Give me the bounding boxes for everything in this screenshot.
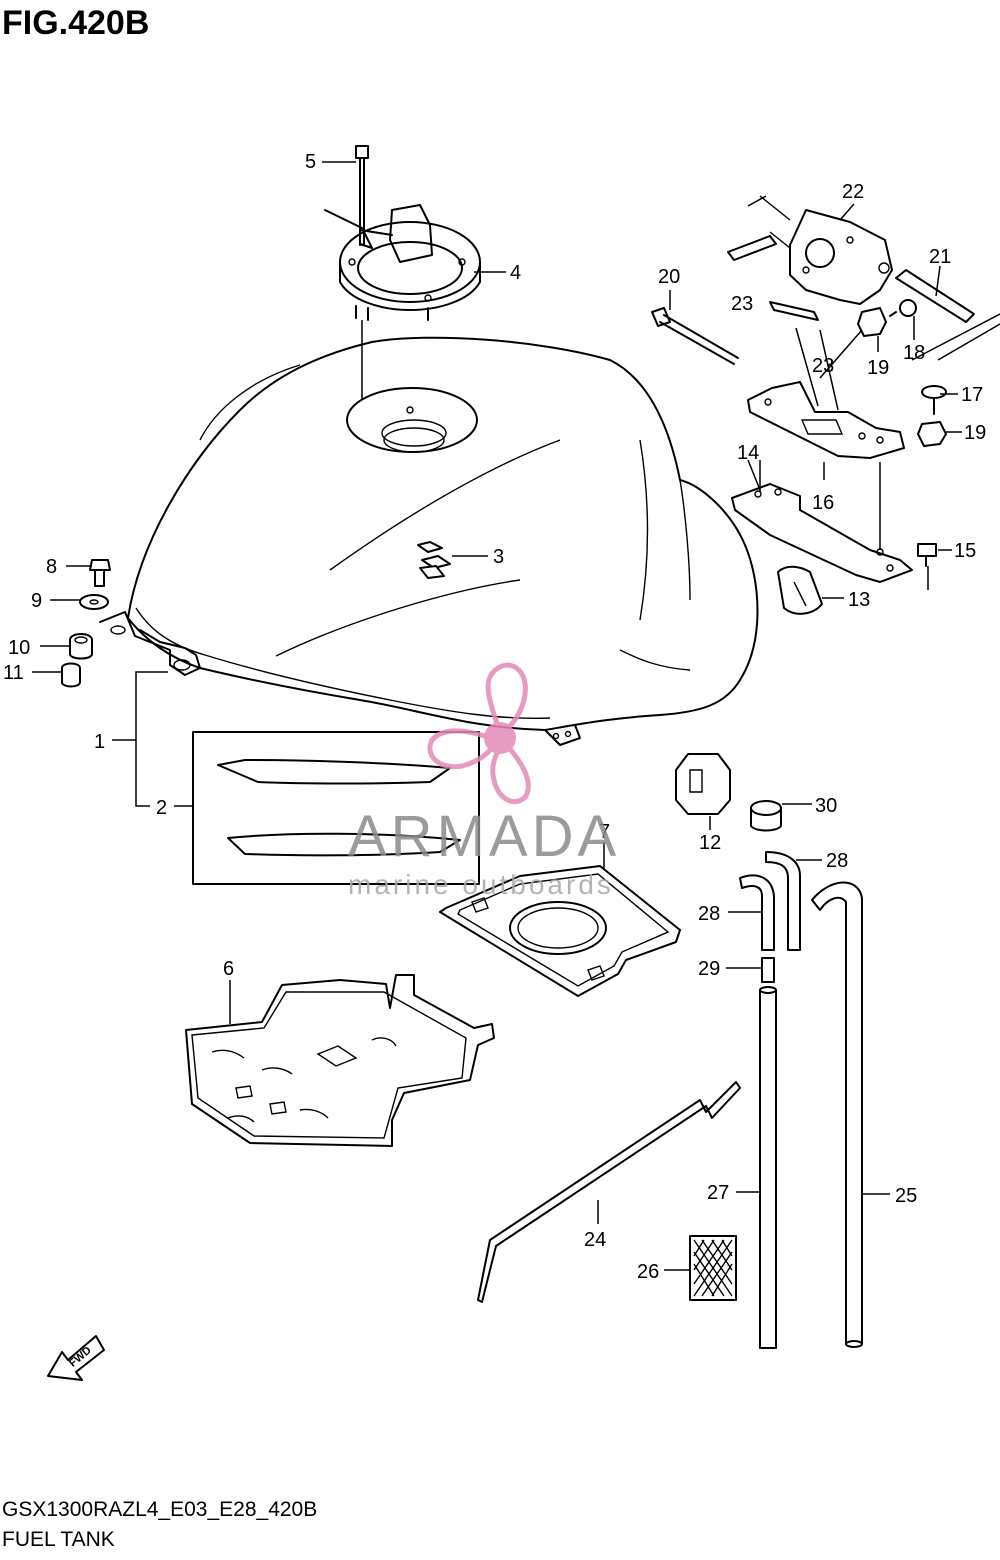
callout-17: 17: [961, 384, 983, 406]
callout-14: 14: [737, 442, 759, 464]
washer-9[interactable]: [79, 594, 109, 610]
emblem[interactable]: [417, 541, 451, 579]
gasket-7[interactable]: [439, 865, 681, 997]
callout-19a: 19: [867, 357, 889, 379]
rod-24[interactable]: [477, 1081, 741, 1303]
cushion-13[interactable]: [777, 565, 823, 615]
callout-1: 1: [94, 731, 105, 753]
callout-9: 9: [31, 590, 42, 612]
hose-25[interactable]: [811, 881, 863, 1348]
bracket-22[interactable]: [759, 195, 893, 305]
bolt-8[interactable]: [89, 559, 111, 587]
callout-29: 29: [698, 958, 720, 980]
callout-21: 21: [929, 246, 951, 268]
callout-26: 26: [637, 1261, 659, 1283]
joint-29[interactable]: [761, 957, 775, 983]
callout-4: 4: [510, 262, 521, 284]
leader-lines: [32, 161, 962, 1271]
callout-15: 15: [954, 540, 976, 562]
callout-18: 18: [903, 342, 925, 364]
callout-2: 2: [156, 797, 167, 819]
model-code: GSX1300RAZL4_E03_E28_420B: [2, 1498, 318, 1521]
callout-3: 3: [493, 546, 504, 568]
rod-21[interactable]: [895, 269, 975, 323]
figure-title: FIG.420B: [2, 4, 150, 42]
callout-24: 24: [584, 1229, 606, 1251]
callout-5: 5: [305, 151, 316, 173]
callout-8: 8: [46, 556, 57, 578]
callout-10: 10: [8, 637, 30, 659]
callout-23a: 23: [731, 293, 753, 315]
collar-11[interactable]: [61, 662, 81, 688]
spacer-23b[interactable]: [769, 301, 819, 321]
callout-7: 7: [599, 821, 610, 843]
bolt-17[interactable]: [921, 385, 947, 415]
bracket-16[interactable]: [747, 381, 905, 459]
cushion-10[interactable]: [69, 633, 93, 660]
watermark-tagline: marine outboards: [348, 869, 614, 900]
watermark-brand: ARMADA: [348, 804, 620, 869]
tank-rubber-6[interactable]: [185, 974, 495, 1147]
fwd-arrow-icon: FWD: [47, 1335, 105, 1381]
grommet-30[interactable]: [750, 800, 782, 832]
spacer-23a[interactable]: [727, 235, 777, 261]
callout-11: 11: [3, 662, 24, 684]
callout-6: 6: [223, 958, 234, 980]
watermark: ARMADA marine outboards: [348, 662, 620, 900]
hose-27[interactable]: [759, 986, 777, 1349]
callout-30: 30: [815, 795, 837, 817]
callout-27: 27: [707, 1182, 729, 1204]
fuel-cap[interactable]: [324, 204, 481, 321]
callout-22: 22: [842, 181, 864, 203]
callout-23b: 23: [812, 355, 834, 377]
callout-28b: 28: [698, 903, 720, 925]
cushion-12[interactable]: [675, 753, 731, 815]
bolt-15[interactable]: [917, 543, 937, 567]
cushion-26[interactable]: [689, 1235, 737, 1301]
callout-16: 16: [812, 492, 834, 514]
nut-19a[interactable]: [857, 307, 887, 337]
fuel-tank[interactable]: [99, 336, 759, 746]
hose-28a[interactable]: [765, 851, 801, 951]
bolt-18[interactable]: [889, 299, 917, 317]
hose-28b[interactable]: [739, 874, 775, 951]
callout-28a: 28: [826, 850, 848, 872]
callout-12: 12: [699, 832, 721, 854]
nut-19b[interactable]: [917, 421, 947, 447]
callout-20: 20: [658, 266, 680, 288]
bolt-20[interactable]: [651, 307, 739, 365]
bolt-5[interactable]: [355, 145, 369, 246]
propeller-logo-icon: [427, 662, 531, 804]
callout-19b: 19: [964, 422, 986, 444]
callout-13: 13: [848, 589, 870, 611]
figure-name: FUEL TANK: [2, 1528, 115, 1551]
callout-25: 25: [895, 1185, 917, 1207]
